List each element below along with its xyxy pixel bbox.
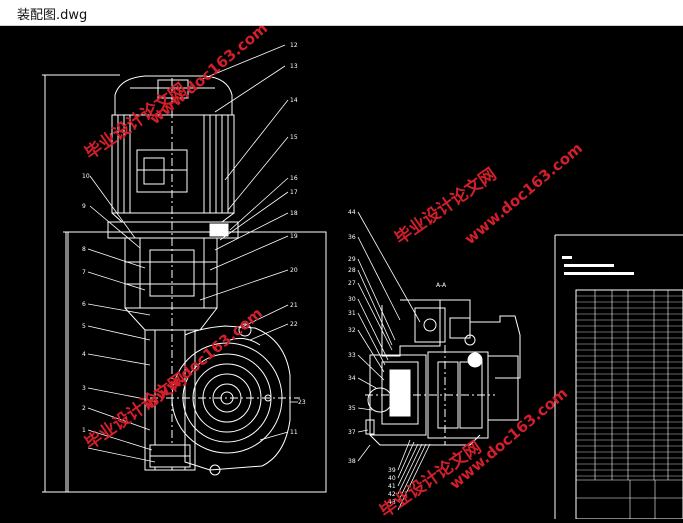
balloon-label: 9 [82, 203, 86, 210]
balloon-label: 44 [348, 209, 356, 216]
balloon-label: 2 [82, 405, 86, 412]
balloon-label: 40 [388, 475, 396, 482]
watermark-url-4: www.doc163.com [446, 384, 571, 493]
balloon-label: 20 [290, 267, 298, 274]
balloon-label: 27 [348, 280, 356, 287]
balloon-label: 34 [348, 375, 356, 382]
balloon-label: 7 [82, 269, 86, 276]
balloon-label: 38 [348, 458, 356, 465]
balloon-label: 5 [82, 323, 86, 330]
balloon-label: 17 [290, 189, 298, 196]
balloon-label: 19 [290, 233, 298, 240]
balloon-label: 16 [290, 175, 298, 182]
balloon-label: 29 [348, 256, 356, 263]
balloon-label: 22 [290, 321, 298, 328]
balloon-label: 41 [388, 483, 396, 490]
balloon-label: 10 [82, 173, 90, 180]
balloon-label: 21 [290, 302, 298, 309]
balloon-label: 11 [290, 429, 298, 436]
balloon-label: 15 [290, 134, 298, 141]
balloon-label: 31 [348, 310, 356, 317]
window-title: 装配图.dwg [17, 8, 88, 23]
balloon-label: 8 [82, 246, 86, 253]
balloon-label: 4 [82, 351, 86, 358]
balloon-label: 6 [82, 301, 86, 308]
balloon-label: 23 [298, 399, 306, 406]
balloon-label: 39 [388, 467, 396, 474]
balloon-label: 33 [348, 352, 356, 359]
balloon-label: 18 [290, 210, 298, 217]
balloon-label: 35 [348, 405, 356, 412]
balloon-label: 13 [290, 63, 298, 70]
balloon-label: 1 [82, 427, 86, 434]
balloon-label: 14 [290, 97, 298, 104]
balloon-label: 30 [348, 296, 356, 303]
balloon-label: 36 [348, 234, 356, 241]
balloon-label: 3 [82, 385, 86, 392]
balloon-label: 28 [348, 267, 356, 274]
balloon-label: 42 [388, 491, 396, 498]
balloon-label: 43 [388, 499, 396, 506]
balloon-label: 12 [290, 42, 298, 49]
section-label: A-A [436, 282, 447, 289]
balloon-label: 32 [348, 327, 356, 334]
window-titlebar: 装配图.dwg [0, 0, 683, 26]
balloon-label: 37 [348, 429, 356, 436]
